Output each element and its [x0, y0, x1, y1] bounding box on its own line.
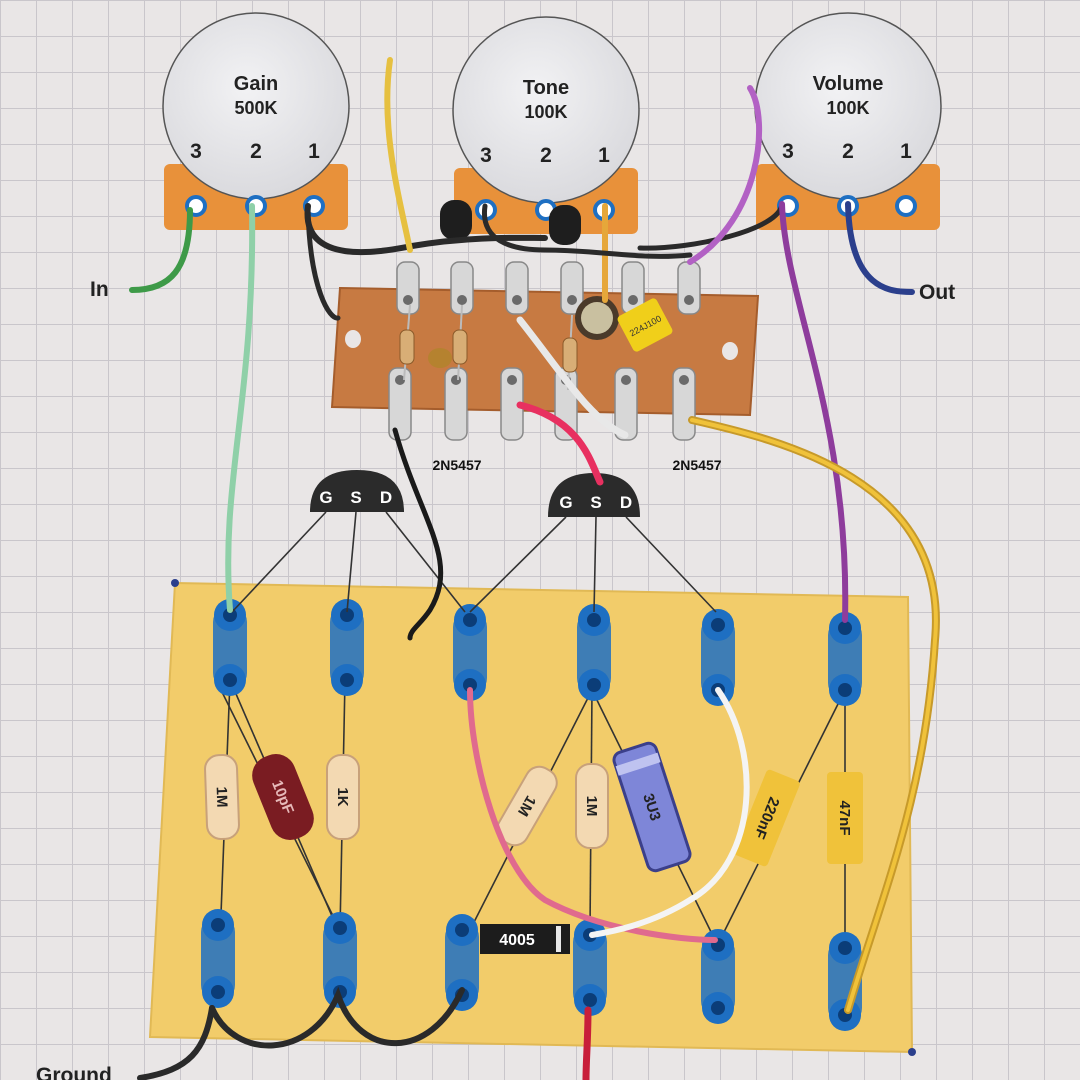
pot-pin-label: 2 [842, 140, 854, 163]
capacitor-10pf: 10pF [252, 753, 314, 841]
lug-top [450, 261, 474, 315]
pad-hole [838, 683, 852, 697]
pot-pin-label: 3 [782, 140, 794, 163]
pot-pin-label: 3 [480, 144, 492, 167]
resistor-1m-left: 1M [204, 753, 240, 841]
pot-pin-label: 1 [598, 144, 610, 167]
lug-bottom [672, 367, 696, 441]
pot-volume: Volume 100K 3 2 1 [754, 12, 942, 230]
pot-pin-label: 2 [250, 140, 262, 163]
pad-hole [340, 608, 354, 622]
ground-label: Ground [36, 1064, 112, 1080]
electrolytic-capacitor: 3U3 [612, 741, 692, 873]
pad-hole [211, 985, 225, 999]
lug-bottom [444, 367, 468, 441]
pot-lug-pad [895, 195, 917, 217]
jfet-right: G S D [469, 473, 717, 613]
lug-top [396, 261, 420, 315]
output-label: Out [919, 281, 955, 304]
film-cap-real: 224J100 [617, 298, 673, 352]
jfet-real-right [549, 205, 581, 245]
resistor-1m-diag: 1M [496, 765, 558, 847]
board-pads [201, 599, 862, 1031]
pad-hole [463, 613, 477, 627]
pad-hole [583, 993, 597, 1007]
capacitor-label: 47nF [836, 800, 853, 835]
pad-hole [333, 921, 347, 935]
pot-value: 100K [524, 102, 567, 122]
lug-bottom [500, 367, 524, 441]
pin-g: G [319, 488, 332, 507]
resistor-1m-right: 1M [575, 763, 609, 849]
pot-tone: Tone 100K 3 2 1 [452, 16, 640, 234]
pot-gain: Gain 500K 3 2 1 [162, 12, 350, 230]
pad-hole [211, 918, 225, 932]
jfet-right-label: 2N5457 [672, 457, 721, 473]
pad-hole [838, 621, 852, 635]
pot-pin-label: 3 [190, 140, 202, 163]
electrolytic-cap-real [575, 296, 619, 340]
pad-hole [838, 941, 852, 955]
resistor-label: 1M [583, 796, 600, 817]
perfboard-resistors [399, 304, 578, 391]
pad-hole [223, 673, 237, 687]
resistor-label: 1K [334, 787, 351, 806]
pot-name: Tone [523, 77, 569, 99]
wires [129, 57, 940, 1080]
pot-pin-label: 2 [540, 144, 552, 167]
potentiometers: Gain 500K 3 2 1 Tone 100K 3 2 1 Volume 100K 3 2 1 [162, 12, 942, 234]
jfet-left-label: 2N5457 [432, 457, 481, 473]
pad-hole [455, 923, 469, 937]
pad-hole [587, 613, 601, 627]
pot-pin-label: 1 [900, 140, 912, 163]
resistor-1k: 1K [326, 754, 360, 840]
input-label: In [90, 278, 109, 301]
resistor-label: 1M [213, 786, 231, 807]
pin-s: S [590, 493, 601, 512]
capacitor-47nf: 47nF [827, 772, 863, 864]
pin-d: D [620, 493, 632, 512]
jfet-left: G S D [231, 470, 466, 613]
pot-value: 500K [234, 98, 277, 118]
pot-name: Volume [813, 73, 884, 95]
pad-hole [711, 618, 725, 632]
pad-hole [340, 673, 354, 687]
lug-top [621, 261, 645, 315]
pot-value: 100K [826, 98, 869, 118]
lug-bottom [614, 367, 638, 441]
pot-name: Gain [234, 73, 278, 95]
pot-pin-label: 1 [308, 140, 320, 163]
pin-g: G [559, 493, 572, 512]
pad-hole [587, 678, 601, 692]
diode-4005: 4005 [480, 924, 570, 954]
solder-lugs [388, 261, 701, 441]
lug-top [560, 261, 584, 315]
pad-hole [463, 678, 477, 692]
pin-d: D [380, 488, 392, 507]
lug-bottom [388, 367, 412, 441]
jfet-real-left [440, 200, 472, 240]
lug-top [677, 261, 701, 315]
diode-label: 4005 [499, 932, 535, 949]
lug-top [505, 261, 529, 315]
pad-hole [711, 1001, 725, 1015]
pin-s: S [350, 488, 361, 507]
capacitor-220nf: 220nF [734, 769, 800, 867]
